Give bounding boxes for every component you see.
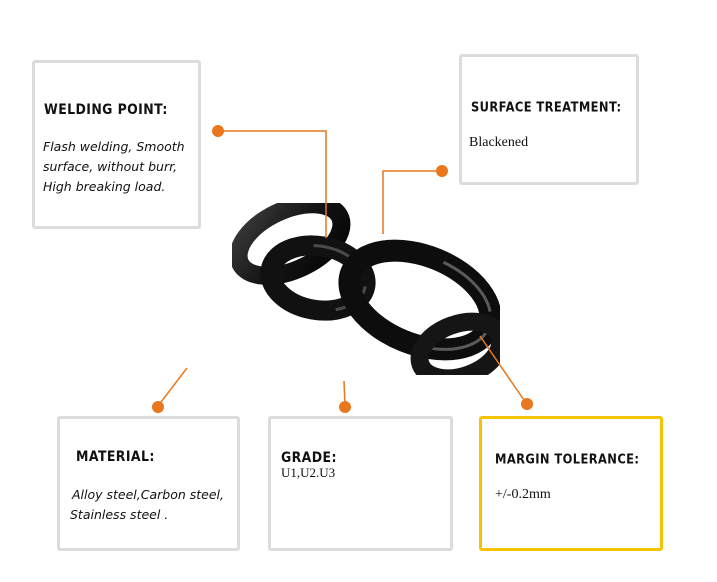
callout-dot-grade [339,401,351,413]
callout-dot-material [152,401,164,413]
welding-point-box: WELDING POINT: Flash welding, Smooth sur… [32,60,201,229]
welding-point-line-1: Flash welding, Smooth [43,139,185,154]
margin-tolerance-title: MARGIN TOLERANCE: [495,451,640,468]
callout-dot-welding [212,125,224,137]
material-line-1: Alloy steel,Carbon steel, [72,487,225,502]
material-line-2: Stainless steel . [70,507,169,522]
grade-box: GRADE: U1,U2.U3 [268,416,453,551]
grade-value: U1,U2.U3 [281,465,336,480]
grade-title: GRADE: [281,448,337,466]
material-box: MATERIAL: Alloy steel,Carbon steel, Stai… [57,416,240,551]
material-description: Alloy steel,Carbon steel, Stainless stee… [70,485,240,525]
welding-point-line-2: surface, without burr, [43,159,178,174]
surface-treatment-title: SURFACE TREATMENT: [471,99,622,116]
margin-tolerance-value: +/-0.2mm [495,487,551,502]
surface-treatment-box: SURFACE TREATMENT: Blackened [459,54,639,185]
welding-point-description: Flash welding, Smooth surface, without b… [43,137,198,197]
material-title: MATERIAL: [76,447,155,465]
callout-dot-surface [436,165,448,177]
callout-dot-tolerance [521,398,533,410]
welding-point-title: WELDING POINT: [44,100,168,118]
welding-point-line-3: High breaking load. [43,179,166,194]
surface-treatment-value: Blackened [469,135,529,150]
margin-tolerance-box: MARGIN TOLERANCE: +/-0.2mm [479,416,663,551]
